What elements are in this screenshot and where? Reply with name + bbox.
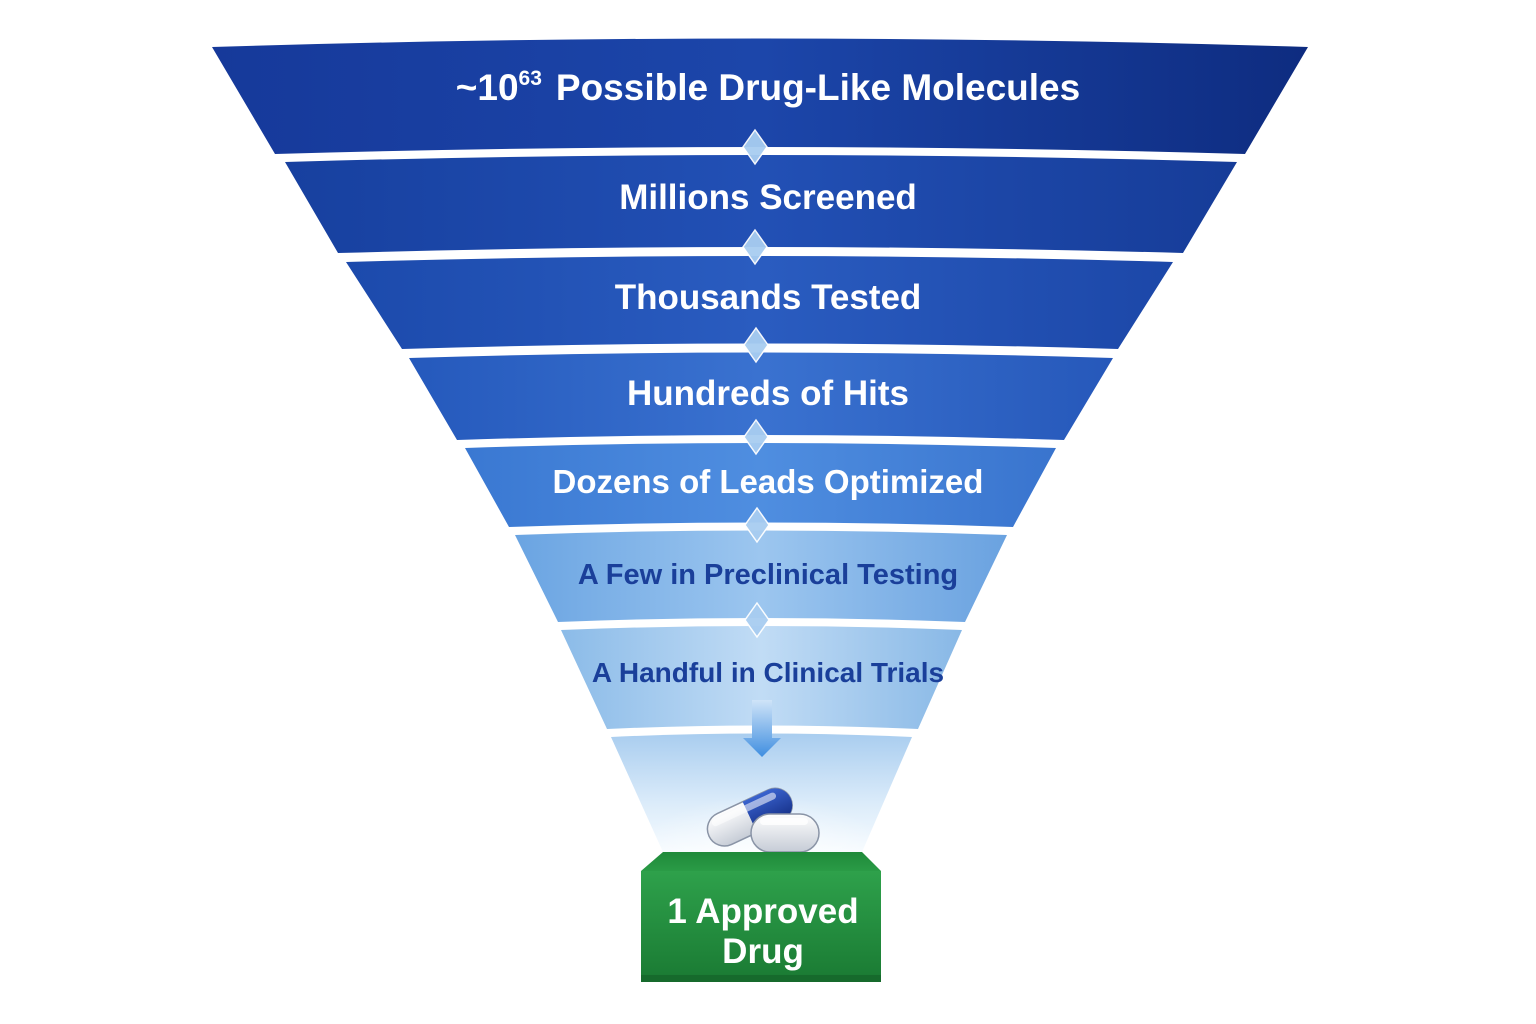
stage-label-tested: Thousands Tested [614, 278, 922, 317]
funnel-band-1 [212, 38, 1308, 154]
approved-drug-line1: 1 Approved [667, 892, 859, 931]
stage-label-clinical: A Handful in Clinical Trials [591, 657, 945, 688]
approved-drug-line2: Drug [722, 932, 804, 971]
capsules-icon [706, 787, 820, 853]
stage-label-hits: Hundreds of Hits [627, 374, 909, 413]
stage-label-preclinical: A Few in Preclinical Testing [577, 559, 959, 591]
approved-drug-label: 1 Approved Drug [644, 892, 882, 972]
pedestal [641, 852, 881, 982]
funnel-band-2 [285, 155, 1237, 253]
stage-label-molecules: ~1063 Possible Drug-Like Molecules [0, 68, 1536, 106]
connector-diamond [744, 601, 770, 639]
funnel-band-6 [515, 530, 1007, 622]
stage-label-leads: Dozens of Leads Optimized [552, 463, 984, 500]
connector-diamond [742, 128, 768, 166]
funnel-band-5 [465, 443, 1056, 527]
connector-diamond [743, 326, 769, 364]
molecule-count-prefix: ~10 [455, 67, 519, 108]
connector-diamond [743, 418, 769, 456]
molecule-label-text: Possible Drug-Like Molecules [555, 67, 1081, 108]
stage-label-screened: Millions Screened [619, 178, 917, 217]
connector-diamond [742, 228, 768, 266]
funnel-band-7 [561, 626, 962, 729]
funnel-band-3 [346, 256, 1173, 349]
down-arrow-icon [743, 700, 781, 757]
molecule-count-exponent: 63 [518, 67, 542, 90]
funnel-band-4 [409, 352, 1113, 440]
connector-diamond [744, 506, 770, 544]
